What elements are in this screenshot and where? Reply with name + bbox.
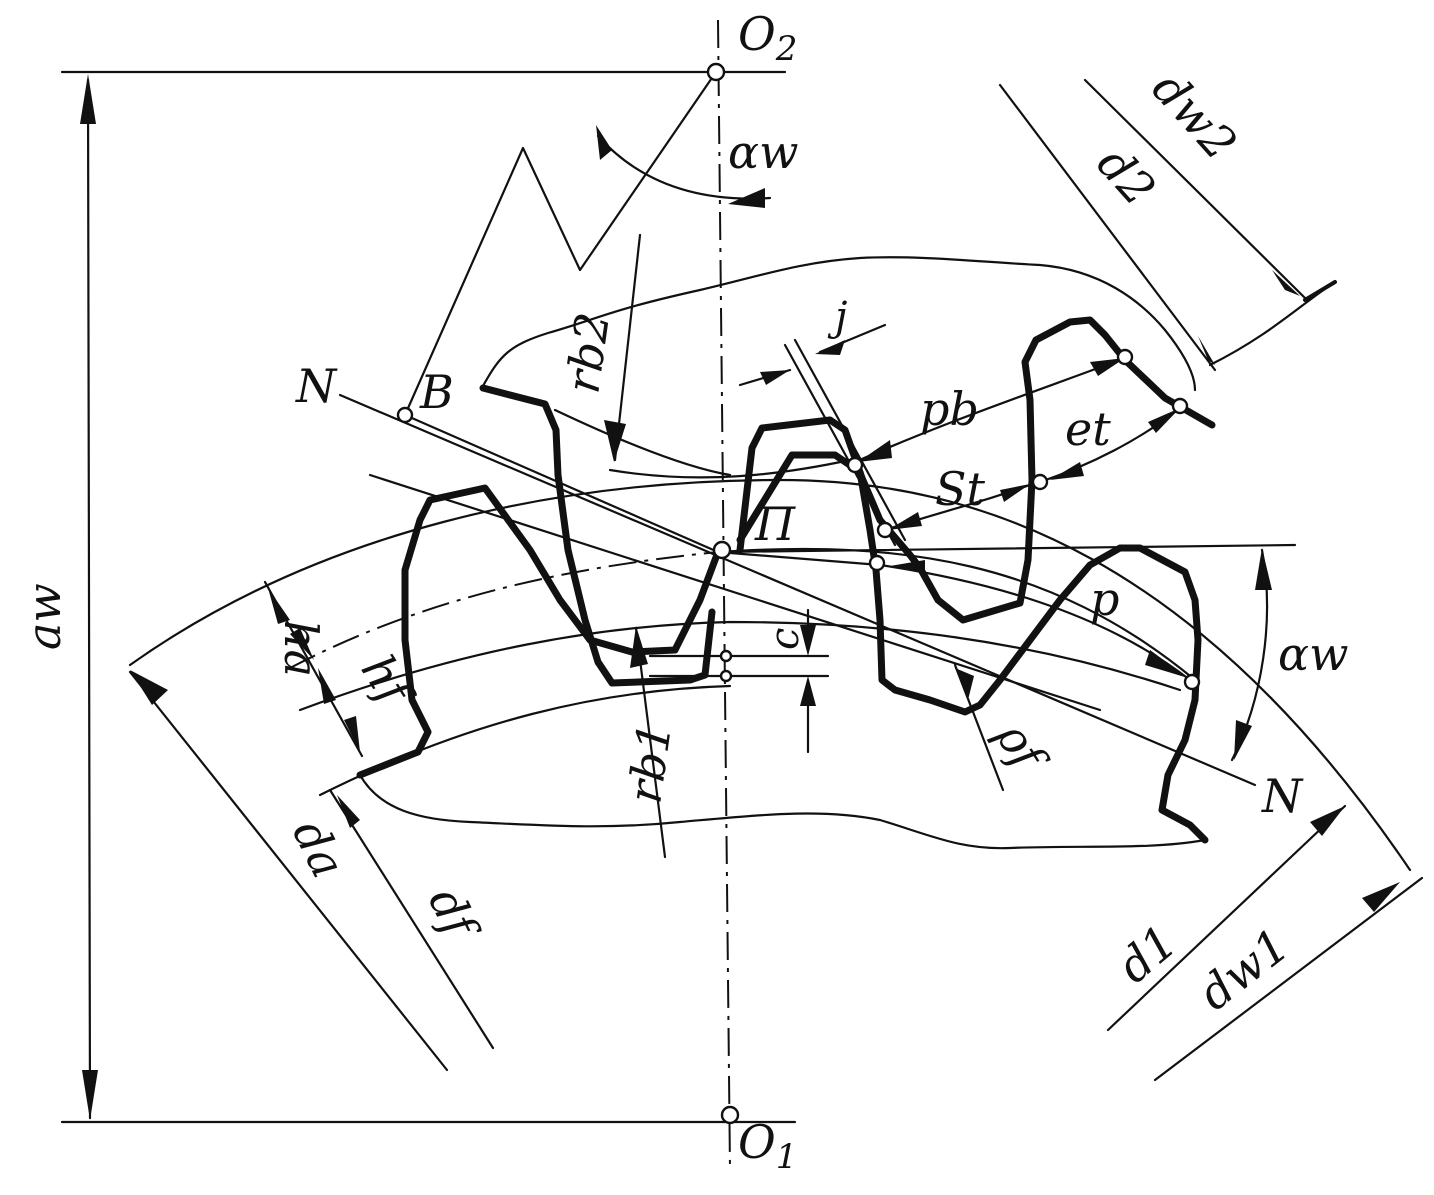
alpha-w-top-arc (596, 125, 772, 208)
label-d-w1: dw1 (1189, 918, 1300, 1021)
r-b1-arrow (630, 626, 667, 859)
d1-dw1-dimension (1106, 804, 1424, 1082)
pitch-arcs (853, 356, 1192, 682)
backlash-dimension (738, 323, 907, 547)
label-p: p (1090, 572, 1119, 626)
label-a-w: aw (17, 583, 71, 650)
label-pi: П (754, 497, 796, 551)
alpha-w-right-arc (1230, 548, 1272, 762)
label-o2: O2 (738, 7, 797, 69)
clearance-dimension (648, 608, 830, 754)
r-b2-arrow (604, 233, 642, 462)
da-df-dimension (128, 670, 495, 1072)
label-d-f: df (418, 879, 490, 951)
line-of-action (338, 393, 1257, 787)
ha-hf-dimension (263, 580, 364, 758)
label-h-a: ha (274, 620, 328, 677)
marked-points (396, 62, 1201, 1125)
label-r-b2: rb2 (555, 309, 620, 396)
label-e-t: et (1065, 402, 1111, 456)
label-r-b1: rb1 (617, 719, 682, 806)
label-j: j (827, 294, 847, 340)
d-w2-dimension (998, 78, 1337, 372)
lower-gear-body (358, 773, 1207, 850)
label-n-right: N (1261, 769, 1304, 823)
label-d-1: d1 (1107, 914, 1187, 993)
upper-gear-body (481, 256, 1197, 392)
label-alpha-w-top: αw (728, 125, 798, 179)
rack-profile (403, 70, 718, 417)
lower-gear-circles (128, 478, 1412, 872)
label-d-w2: dw2 (1142, 61, 1248, 170)
label-alpha-w-right: αw (1278, 627, 1348, 681)
rho-f-dimension (953, 663, 1005, 792)
label-b: B (419, 365, 454, 419)
pole-lines (403, 413, 1197, 682)
upper-gear-teeth (479, 316, 1216, 687)
label-p-b: pb (920, 382, 979, 436)
label-n-left: N (295, 359, 338, 413)
label-o1: O1 (738, 1115, 797, 1177)
lower-gear-teeth (356, 451, 1209, 844)
pole-horizontal-line (716, 543, 1297, 554)
upper-gear-circles (553, 280, 1337, 479)
center-axis-line (717, 19, 731, 1171)
label-s-t: St (935, 462, 986, 516)
label-d-a: da (282, 811, 355, 886)
center-distance-dimension (60, 70, 797, 1124)
label-c: c (762, 628, 808, 650)
